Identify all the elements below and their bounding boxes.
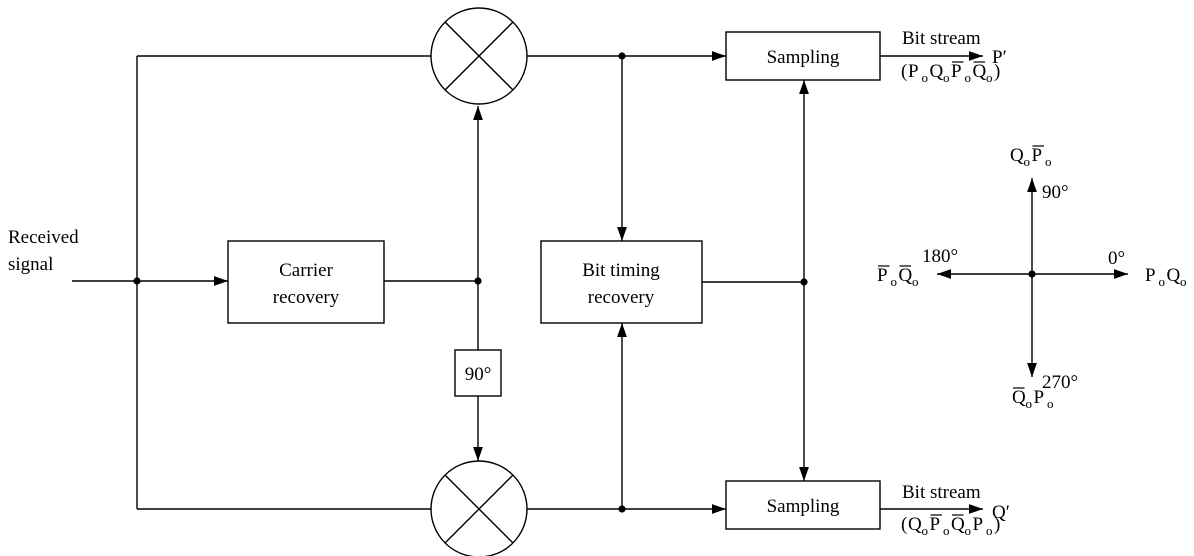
top-bit-symbol: Q (930, 61, 944, 82)
top-output-target: P′ (992, 47, 1007, 68)
signal-wires (72, 51, 983, 514)
phase-shift-block: 90° (454, 349, 502, 397)
junction-dot (800, 278, 808, 286)
state-right-subscript: o (1159, 274, 1166, 289)
bottom-mixer (430, 460, 528, 556)
sampling-top-label: Sampling (767, 47, 840, 68)
state-up-subscript: o (1045, 154, 1052, 169)
bit-timing-label-2: recovery (588, 287, 655, 308)
bottom-bit-symbol: P (973, 514, 984, 535)
state-up-symbol: Q (1010, 145, 1024, 166)
state-right-symbol: Q (1167, 265, 1181, 286)
angle-90-label: 90° (1042, 182, 1069, 203)
paren-close: ) (994, 61, 1000, 82)
state-left-subscript: o (912, 274, 919, 289)
angle-180-label: 180° (922, 246, 958, 267)
junction-dot (618, 505, 626, 513)
state-right-symbol: P (1145, 265, 1156, 286)
bottom-bit-subscript: o (986, 523, 993, 538)
paren-close: ) (994, 514, 1000, 535)
sampling-bottom-label: Sampling (767, 496, 840, 517)
bottom-bit-symbol: Q (951, 514, 965, 535)
state-down-symbol: Q (1012, 387, 1026, 408)
phase-origin-dot (1028, 270, 1036, 278)
state-left-symbol: P (877, 265, 888, 286)
carrier-recovery-block: Carrier recovery (227, 240, 385, 324)
state-down-subscript: o (1047, 396, 1054, 411)
bottom-bit-symbol: Q (908, 514, 922, 535)
top-bit-symbol: P (951, 61, 962, 82)
sampling-top-block: Sampling (725, 31, 881, 81)
bottom-output-target: Q′ (992, 502, 1010, 523)
state-left-subscript: o (891, 274, 898, 289)
junction-dot (618, 52, 626, 60)
top-bit-subscript: o (965, 70, 972, 85)
bottom-bit-subscript: o (965, 523, 972, 538)
paren-open: ( (901, 514, 907, 535)
bit-timing-label-1: Bit timing (582, 260, 660, 281)
top-bit-symbol: Q (973, 61, 987, 82)
junction-dots (133, 52, 808, 513)
carrier-recovery-label-2: recovery (273, 287, 340, 308)
bottom-bitstream-label: Bit stream (902, 482, 981, 503)
junction-dot (133, 277, 141, 285)
angle-0-label: 0° (1108, 248, 1125, 269)
phase-shift-label: 90° (465, 364, 492, 385)
state-left-symbol: Q (899, 265, 913, 286)
top-bitstream-label: Bit stream (902, 28, 981, 49)
junction-dot (474, 277, 482, 285)
sampling-bottom-block: Sampling (725, 480, 881, 530)
state-down-symbol: P (1034, 387, 1045, 408)
top-bit-symbol: P (908, 61, 919, 82)
top-mixer (430, 7, 528, 105)
state-right-subscript: o (1180, 274, 1187, 289)
state-up-symbol: P (1032, 145, 1043, 166)
bottom-bit-symbol: P (930, 514, 941, 535)
top-bit-subscript: o (986, 70, 993, 85)
angle-270-label: 270° (1042, 372, 1078, 393)
top-bit-subscript: o (922, 70, 929, 85)
state-up-subscript: o (1024, 154, 1031, 169)
bit-timing-recovery-block: Bit timing recovery (540, 240, 703, 324)
top-bit-subscript: o (943, 70, 950, 85)
bottom-bit-subscript: o (943, 523, 950, 538)
bottom-bit-subscript: o (922, 523, 929, 538)
received-label-1: Received (8, 227, 79, 248)
state-down-subscript: o (1026, 396, 1033, 411)
paren-open: ( (901, 61, 907, 82)
carrier-recovery-label-1: Carrier (279, 260, 333, 281)
received-label-2: signal (8, 254, 53, 275)
